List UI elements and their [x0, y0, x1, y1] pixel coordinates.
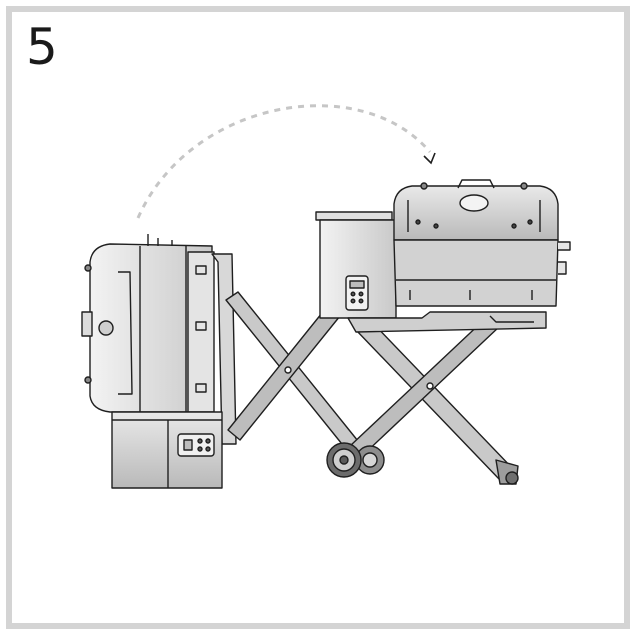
scissor-legs: [225, 291, 519, 485]
step-number: 5: [26, 18, 58, 76]
folded-grill: [81, 234, 237, 489]
cart-wheels: [326, 442, 385, 478]
upright-grill: [315, 179, 571, 333]
rotation-arrow: [136, 104, 436, 219]
